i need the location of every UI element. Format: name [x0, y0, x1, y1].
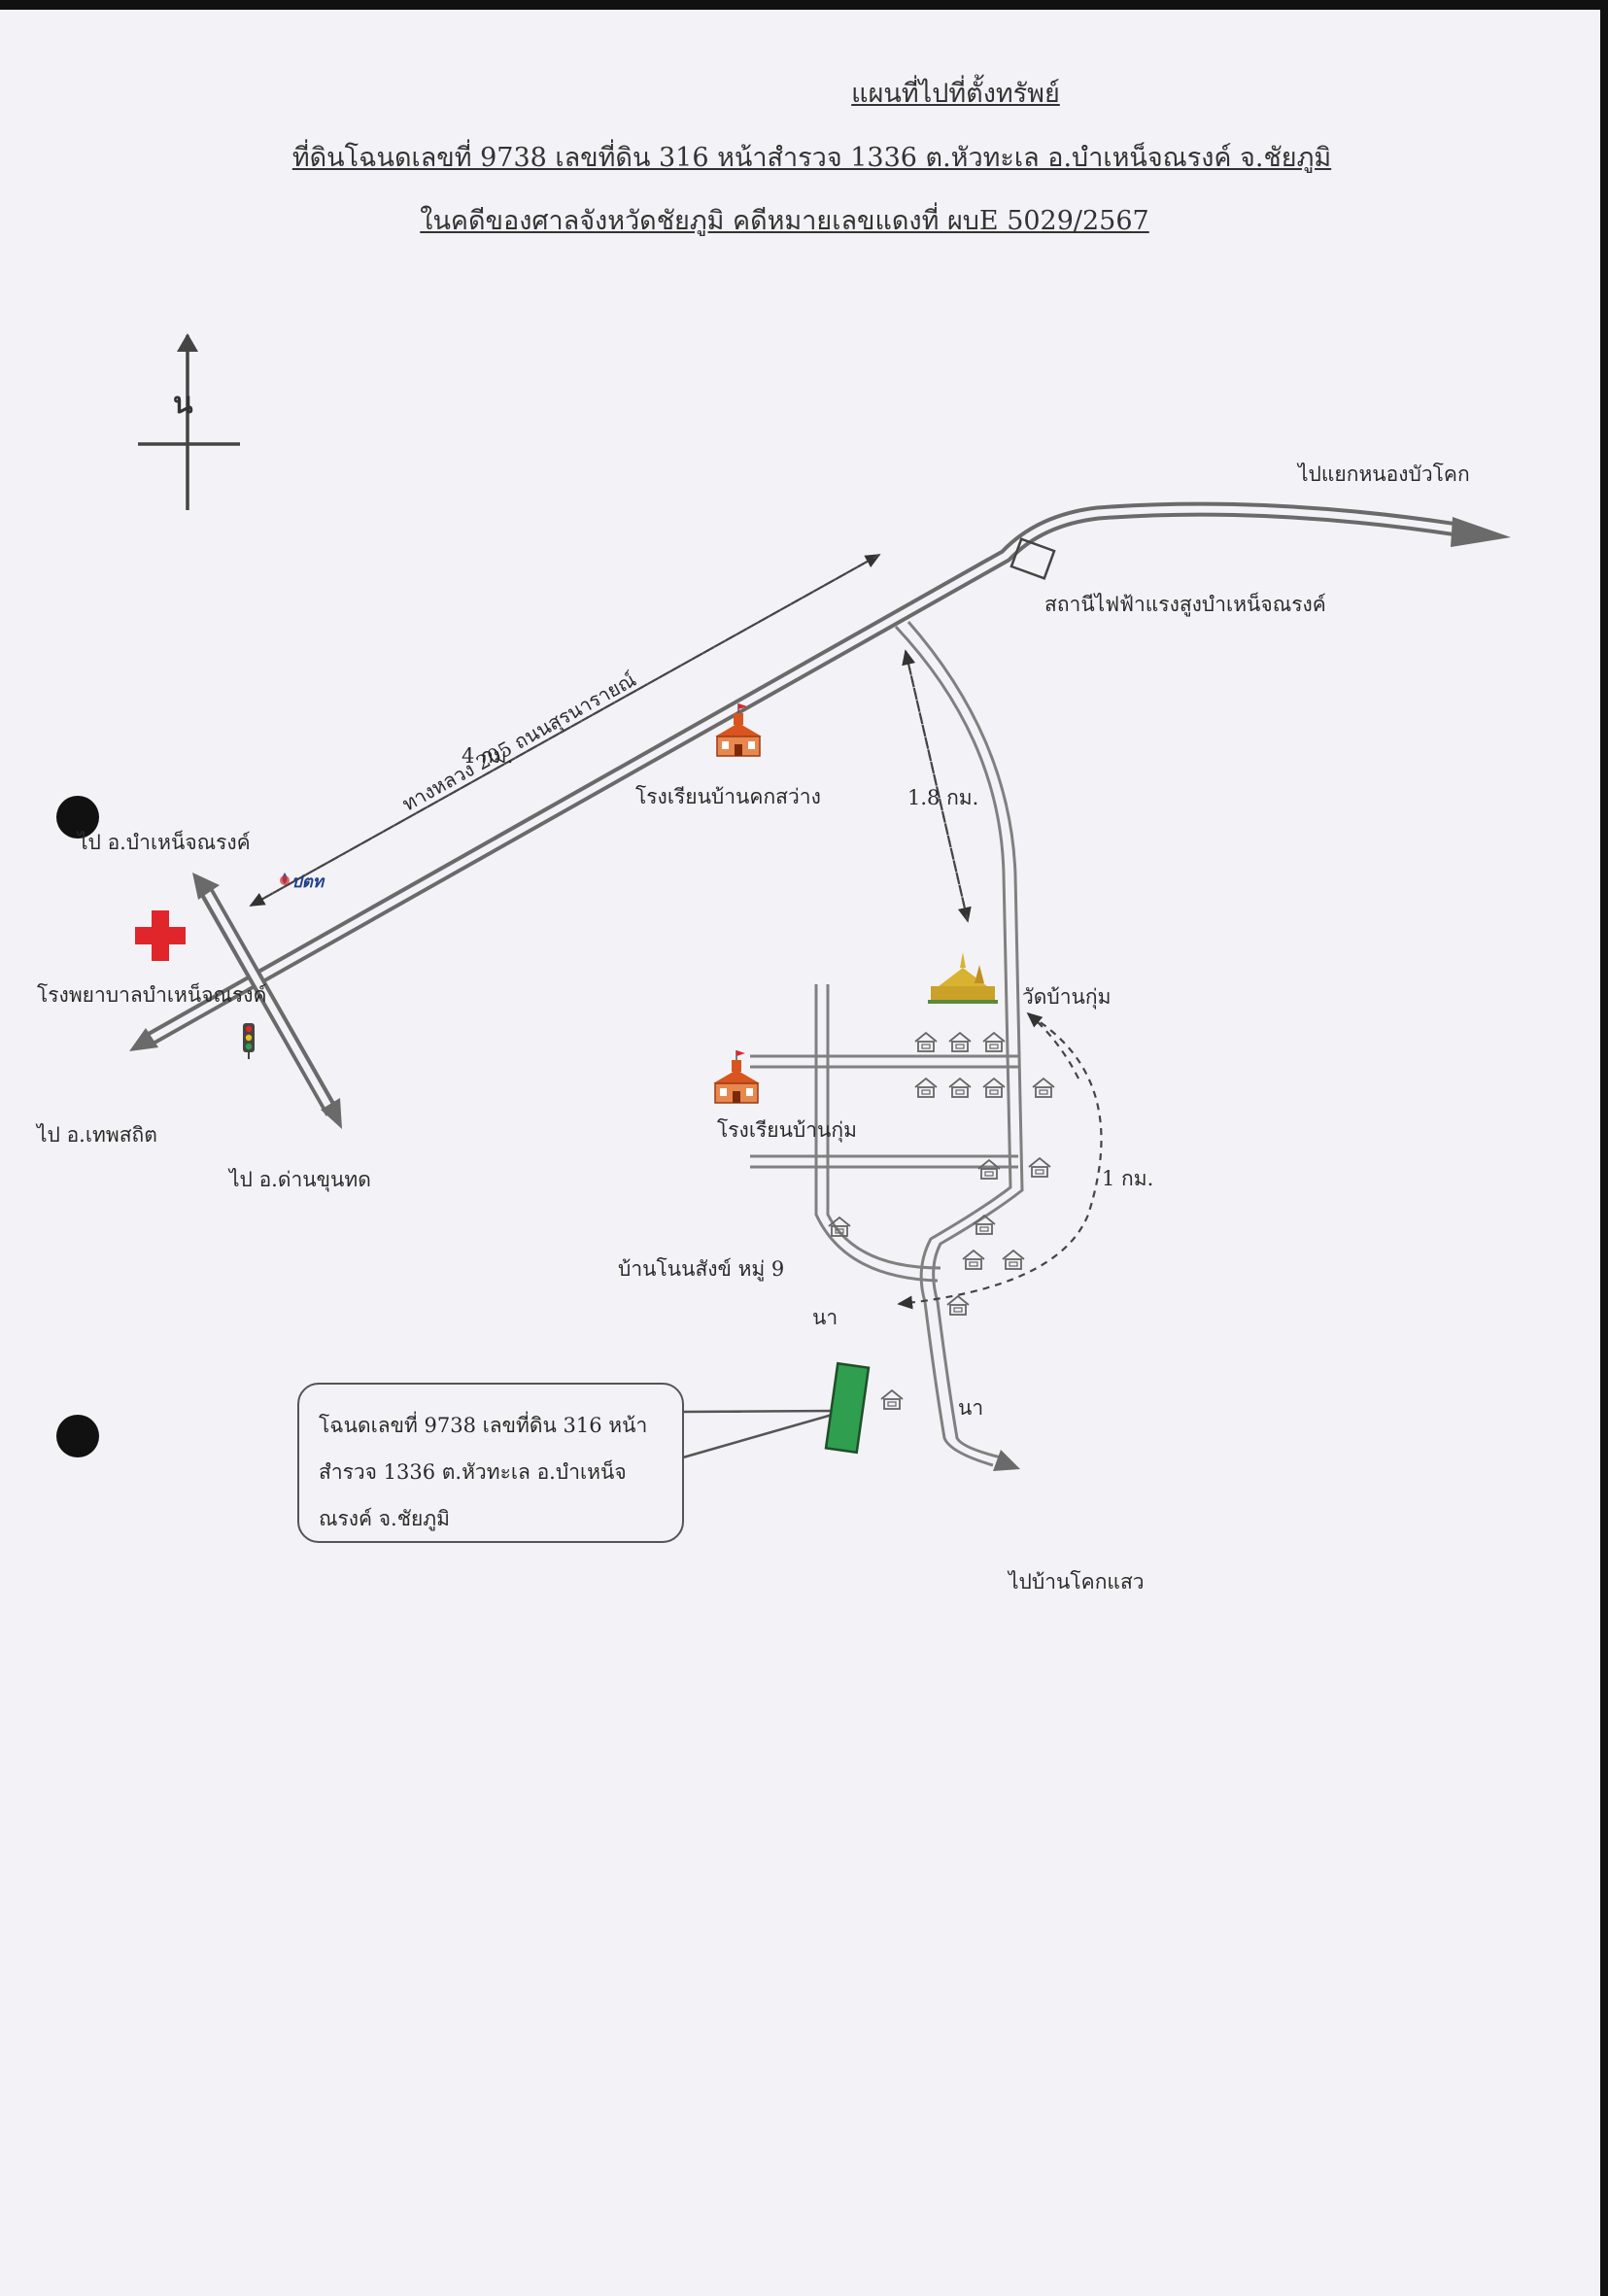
ptt-label: ปตท: [291, 873, 325, 891]
callout-pointer: [682, 1409, 837, 1459]
house-icon: [946, 1295, 970, 1316]
label-field-2: นา: [958, 1396, 984, 1420]
hospital-cross-icon: [135, 910, 186, 961]
crossing-road: [192, 873, 342, 1129]
label-distance-1-8km: 1.8 กม.: [907, 786, 979, 809]
label-distance-1km: 1 กม.: [1102, 1167, 1154, 1190]
label-school-khok-sawang: โรงเรียนบ้านคกสว่าง: [635, 785, 821, 808]
temple-icon: [928, 952, 998, 1004]
label-to-thep-sathit: ไป อ.เทพสถิต: [37, 1123, 157, 1147]
binder-hole-top: [56, 796, 99, 839]
loop-road-edge: [814, 984, 939, 1283]
parcel-callout: โฉนดเลขที่ 9738 เลขที่ดิน 316 หน้า สำรวจ…: [297, 1383, 684, 1543]
scan-border-right: [1600, 0, 1608, 2296]
house-icon: [1032, 1078, 1055, 1098]
label-to-dan-khun-thot: ไป อ.ด่านขุนทด: [229, 1168, 371, 1191]
map-subtitle-parcel: ที่ดินโฉนดเลขที่ 9738 เลขที่ดิน 316 หน้า…: [291, 143, 1332, 173]
map-title: แผนที่ไปที่ตั้งทรัพย์: [851, 79, 1060, 109]
land-plot-icon: [824, 1361, 871, 1455]
house-icon: [1028, 1157, 1051, 1178]
distance-1km-arrow: [897, 1014, 1103, 1310]
callout-line-3: ณรงค์ จ.ชัยภูมิ: [319, 1507, 450, 1530]
house-icon: [982, 1078, 1006, 1098]
distance-1-8km-arrow: [904, 650, 972, 923]
house-icon: [914, 1032, 938, 1052]
ptt-logo-icon: ปตท: [280, 873, 325, 891]
house-icon: [948, 1032, 972, 1052]
substation-icon: [1009, 537, 1056, 580]
label-to-khok-saeo: ไปบ้านโคกแสว: [1009, 1570, 1145, 1593]
traffic-light-icon: [243, 1023, 255, 1059]
village-road-edge: [894, 625, 1012, 1467]
house-icon: [962, 1250, 985, 1270]
house-icon: [982, 1032, 1006, 1052]
house-icon: [1002, 1250, 1025, 1270]
scan-border-top: [0, 0, 1608, 10]
label-field-1: นา: [812, 1306, 838, 1329]
binder-hole-bottom: [56, 1415, 99, 1457]
label-substation: สถานีไฟฟ้าแรงสูงบำเหน็จณรงค์: [1044, 593, 1326, 616]
village-road: [907, 621, 1024, 1459]
house-icon: [977, 1159, 1001, 1180]
label-village: บ้านโนนสังข์ หมู่ 9: [618, 1257, 785, 1281]
loop-road: [826, 984, 941, 1270]
label-distance-4km: 4 กม.: [462, 744, 514, 768]
label-to-nong-bua-khok: ไปแยกหนองบัวโคก: [1298, 463, 1470, 486]
house-icon: [948, 1078, 972, 1098]
compass-icon: [138, 333, 240, 510]
map-subtitle-case: ในคดีของศาลจังหวัดชัยภูมิ คดีหมายเลขแดงท…: [420, 206, 1149, 236]
label-temple: วัดบ้านกุ่ม: [1022, 985, 1112, 1009]
school-icon: [712, 1049, 761, 1104]
label-to-bamnet: ไป อ.บำเหน็จณรงค์: [78, 831, 251, 854]
label-hospital: โรงพยาบาลบำเหน็จณรงค์: [37, 983, 267, 1007]
callout-line-2: สำรวจ 1336 ต.หัวทะเล อ.บำเหน็จ: [319, 1460, 627, 1484]
house-icon: [880, 1389, 904, 1410]
compass-north-label: น: [173, 387, 193, 421]
distance-4km-arrow-back: [249, 554, 880, 907]
callout-line-1: โฉนดเลขที่ 9738 เลขที่ดิน 316 หน้า: [319, 1414, 648, 1437]
highway-205-road: [129, 501, 1511, 1051]
label-school-ban-kum: โรงเรียนบ้านกุ่ม: [717, 1118, 857, 1142]
house-icon: [914, 1078, 938, 1098]
